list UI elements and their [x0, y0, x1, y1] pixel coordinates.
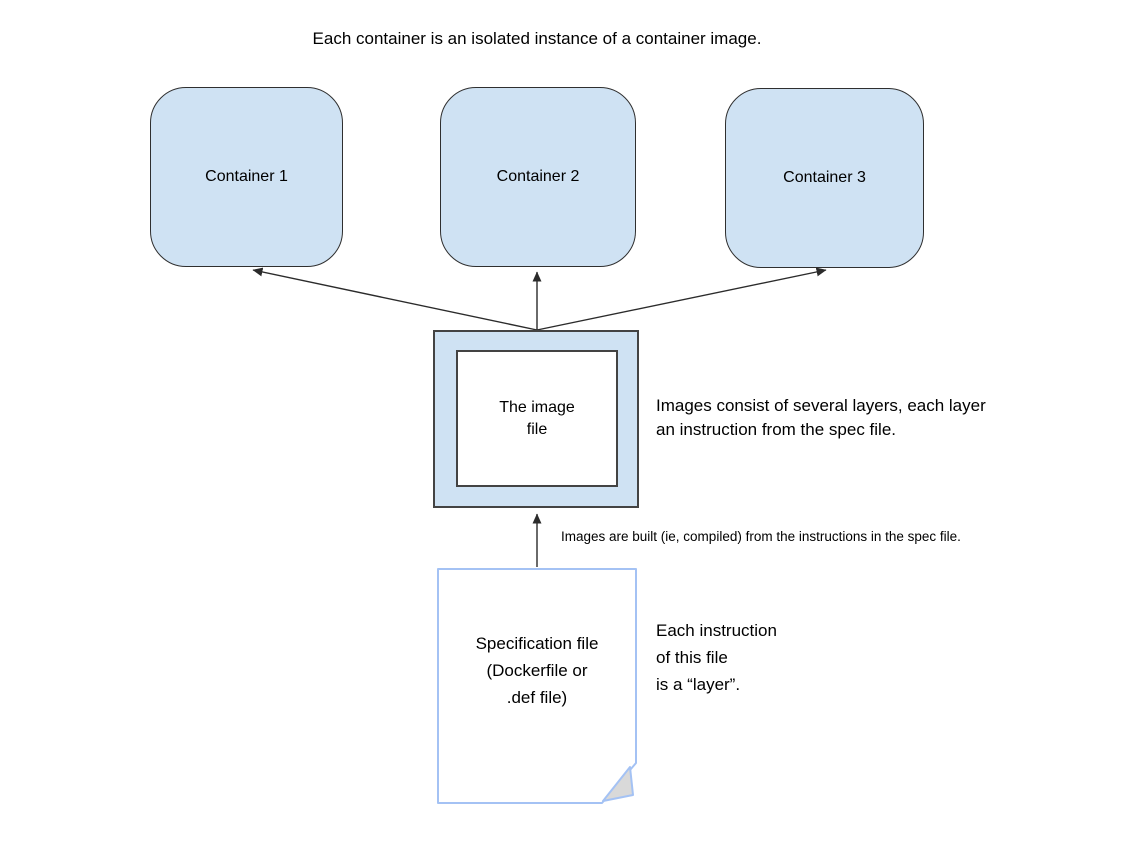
container-2-box: Container 2	[440, 87, 636, 267]
instruction-note: Each instruction of this file is a “laye…	[656, 621, 777, 694]
arrow-image-to-container-3	[536, 267, 827, 331]
arrow-image-to-container-1	[252, 267, 538, 331]
image-file-outer-box: The image file	[433, 330, 639, 508]
image-file-label: The image file	[499, 398, 575, 438]
container-1-label: Container 1	[205, 168, 288, 185]
container-2-label: Container 2	[496, 168, 580, 185]
build-note: Images are built (ie, compiled) from the…	[561, 529, 961, 544]
diagram-title: Each container is an isolated instance o…	[312, 29, 762, 48]
layers-note: Images consist of several layers, each l…	[656, 396, 986, 439]
container-3-box: Container 3	[725, 88, 924, 268]
image-file-inner-box: The image file	[456, 350, 618, 487]
spec-file-label: Specification file (Dockerfile or .def f…	[475, 634, 599, 707]
container-1-box: Container 1	[150, 87, 343, 267]
spec-file-fold-corner	[602, 766, 634, 802]
container-3-label: Container 3	[783, 169, 866, 186]
